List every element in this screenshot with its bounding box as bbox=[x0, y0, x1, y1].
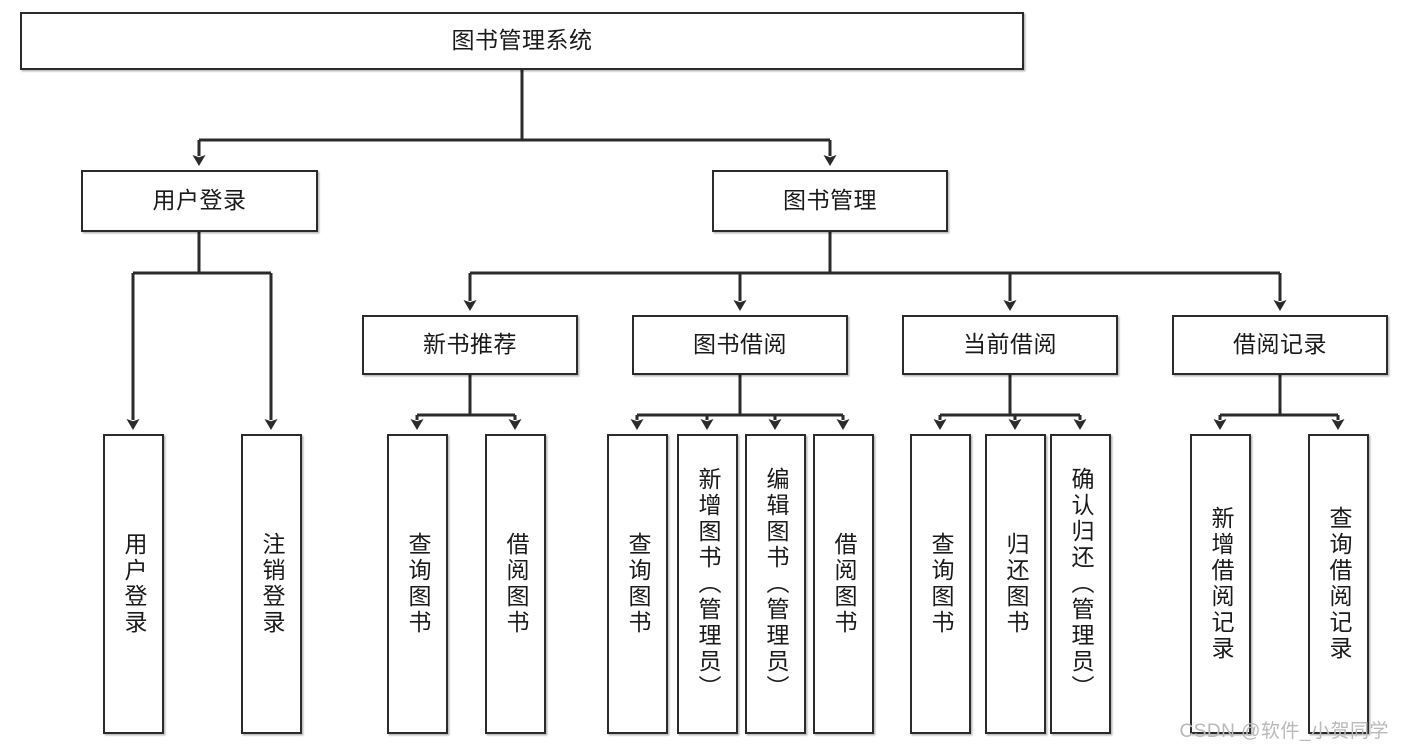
node-root[interactable]: 图书管理系统 bbox=[20, 12, 1024, 70]
node-borrow-record[interactable]: 借阅记录 bbox=[1172, 315, 1388, 375]
node-borrow-record-label: 借阅记录 bbox=[1233, 331, 1327, 358]
node-leaf-user-logout-label: 注销登录 bbox=[259, 532, 285, 636]
csdn-watermark: CSDN @软件_小贺同学 bbox=[1179, 721, 1389, 742]
node-leaf-borrow-book-1-label: 借阅图书 bbox=[503, 532, 529, 636]
node-leaf-confirm-return[interactable]: 确认归还（管理员） bbox=[1050, 434, 1111, 734]
leaf-inner: 查询图书 bbox=[389, 436, 446, 732]
node-leaf-query-record-label: 查询借阅记录 bbox=[1326, 506, 1352, 662]
node-leaf-query-book-3[interactable]: 查询图书 bbox=[910, 434, 971, 734]
node-book-manage-label: 图书管理 bbox=[783, 187, 877, 214]
leaf-inner: 确认归还（管理员） bbox=[1052, 436, 1109, 732]
node-new-book-rec[interactable]: 新书推荐 bbox=[362, 315, 578, 375]
leaf-inner: 新增借阅记录 bbox=[1192, 436, 1249, 732]
node-leaf-borrow-book-2[interactable]: 借阅图书 bbox=[813, 434, 874, 734]
node-book-borrow-label: 图书借阅 bbox=[693, 331, 787, 358]
node-leaf-borrow-book-1[interactable]: 借阅图书 bbox=[485, 434, 546, 734]
node-user-login-label: 用户登录 bbox=[152, 187, 247, 214]
leaf-inner: 新增图书（管理员） bbox=[679, 436, 736, 732]
leaf-inner: 查询借阅记录 bbox=[1310, 436, 1367, 732]
leaf-inner: 查询图书 bbox=[609, 436, 666, 732]
node-leaf-borrow-book-2-label: 借阅图书 bbox=[831, 532, 857, 636]
node-leaf-add-record-label: 新增借阅记录 bbox=[1208, 506, 1234, 662]
node-book-borrow[interactable]: 图书借阅 bbox=[632, 315, 848, 375]
node-leaf-edit-book-label: 编辑图书（管理员） bbox=[763, 467, 789, 701]
node-user-login[interactable]: 用户登录 bbox=[81, 170, 318, 232]
node-leaf-query-book-2[interactable]: 查询图书 bbox=[607, 434, 668, 734]
node-current-borrow[interactable]: 当前借阅 bbox=[902, 315, 1118, 375]
node-book-manage[interactable]: 图书管理 bbox=[712, 170, 948, 232]
node-leaf-add-record[interactable]: 新增借阅记录 bbox=[1190, 434, 1251, 734]
node-leaf-query-book-1-label: 查询图书 bbox=[405, 532, 431, 636]
node-leaf-query-book-2-label: 查询图书 bbox=[625, 532, 651, 636]
node-leaf-add-book-label: 新增图书（管理员） bbox=[695, 467, 721, 701]
node-current-borrow-label: 当前借阅 bbox=[963, 331, 1057, 358]
node-leaf-return-book[interactable]: 归还图书 bbox=[985, 434, 1046, 734]
node-new-book-rec-label: 新书推荐 bbox=[423, 331, 517, 358]
node-leaf-query-book-1[interactable]: 查询图书 bbox=[387, 434, 448, 734]
node-leaf-query-book-3-label: 查询图书 bbox=[928, 532, 954, 636]
leaf-inner: 注销登录 bbox=[243, 436, 300, 732]
leaf-inner: 借阅图书 bbox=[815, 436, 872, 732]
leaf-inner: 归还图书 bbox=[987, 436, 1044, 732]
leaf-inner: 查询图书 bbox=[912, 436, 969, 732]
node-leaf-return-book-label: 归还图书 bbox=[1003, 532, 1029, 636]
node-leaf-confirm-return-label: 确认归还（管理员） bbox=[1068, 467, 1094, 701]
node-root-label: 图书管理系统 bbox=[451, 27, 593, 54]
node-leaf-user-login[interactable]: 用户登录 bbox=[103, 434, 164, 734]
node-leaf-edit-book[interactable]: 编辑图书（管理员） bbox=[745, 434, 806, 734]
node-leaf-user-login-label: 用户登录 bbox=[121, 532, 147, 636]
node-leaf-add-book[interactable]: 新增图书（管理员） bbox=[677, 434, 738, 734]
leaf-inner: 借阅图书 bbox=[487, 436, 544, 732]
node-leaf-query-record[interactable]: 查询借阅记录 bbox=[1308, 434, 1369, 734]
node-leaf-user-logout[interactable]: 注销登录 bbox=[241, 434, 302, 734]
leaf-inner: 用户登录 bbox=[105, 436, 162, 732]
leaf-inner: 编辑图书（管理员） bbox=[747, 436, 804, 732]
